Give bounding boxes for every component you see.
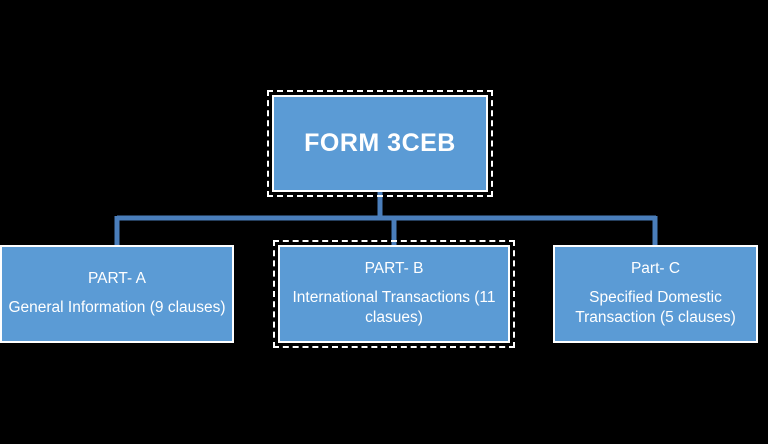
node-part-a-title: PART- A	[87, 270, 146, 288]
root-node-title: FORM 3CEB	[304, 129, 456, 158]
node-part-a-description: General Information (9 clauses)	[8, 298, 226, 316]
node-part-c-title: Part- C	[630, 260, 681, 278]
node-form-3ceb[interactable]: FORM 3CEB	[267, 90, 493, 197]
node-part-c-description: Specified Domestic Transaction (5 clause…	[575, 288, 736, 326]
node-part-a[interactable]: PART- A General Information (9 clauses)	[0, 245, 234, 343]
node-part-b[interactable]: PART- B International Transactions (11 c…	[273, 240, 515, 348]
node-part-c[interactable]: Part- C Specified Domestic Transaction (…	[553, 245, 758, 343]
node-part-b-title: PART- B	[364, 260, 424, 278]
node-part-b-description: International Transactions (11 clasues)	[292, 288, 496, 326]
